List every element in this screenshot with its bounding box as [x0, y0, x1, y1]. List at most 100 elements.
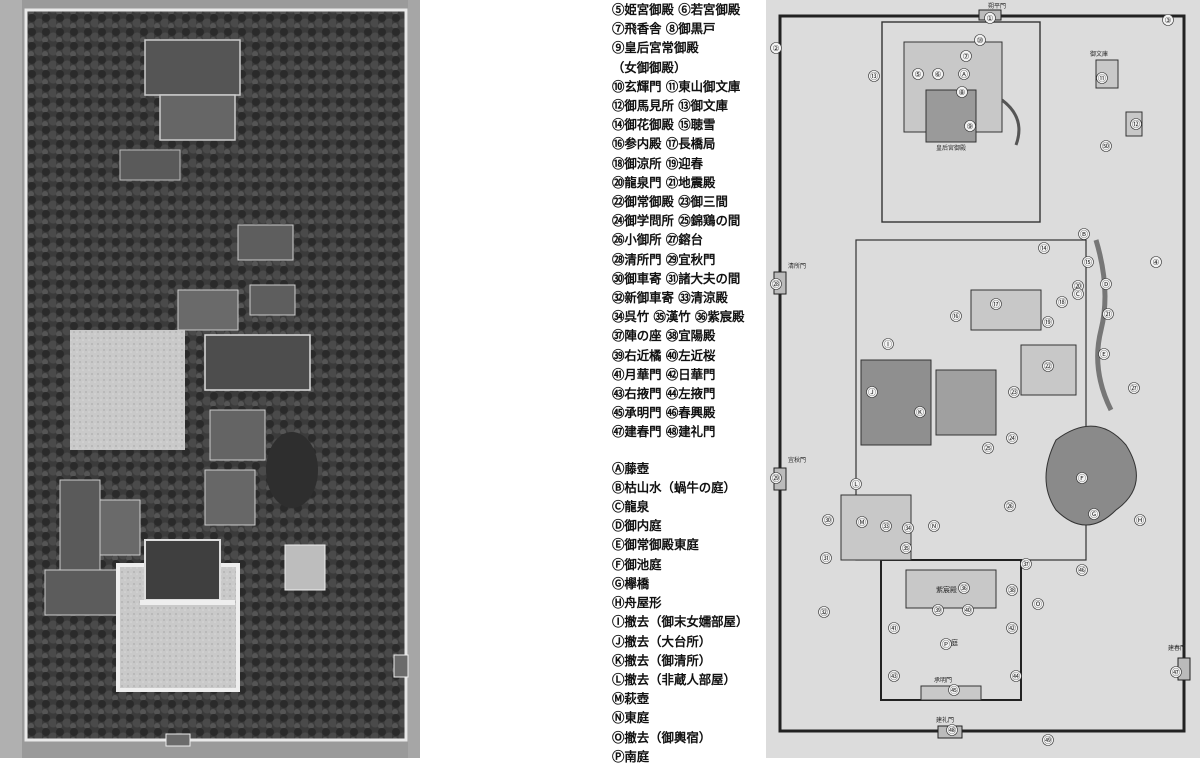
legend-item: ⑳龍泉門 ㉑地震殿: [612, 174, 716, 190]
garden-pond: [1045, 425, 1137, 526]
legend-item: ㊴右近橘 ㊵左近桜: [612, 347, 716, 363]
legend-item: Ⓑ枯山水（蝸牛の庭）: [612, 479, 736, 495]
legend-item: ⑦飛香舎 ⑧御黒戸: [612, 21, 716, 37]
plan-marker-label: ⑭: [1040, 244, 1048, 253]
plan-marker-circle: [1082, 256, 1094, 268]
legend-item: ㊲陣の座 ㊳宜陽殿: [612, 328, 716, 344]
plan-marker-circle: [1056, 296, 1068, 308]
legend-item: ㊺承明門 ㊻春興殿: [612, 405, 716, 421]
legend-item: Ⓕ御池庭: [612, 556, 662, 572]
plan-marker-label: ㊷: [1008, 624, 1016, 633]
plan-marker-label: ㊹: [1012, 672, 1020, 681]
plan-marker-circle: [912, 68, 924, 80]
legend-item: Ⓔ御常御殿東庭: [612, 537, 699, 553]
plan-marker-label: Ⓓ: [1102, 280, 1110, 289]
legend-item: ㊸右掖門 ㊹左掖門: [612, 386, 716, 402]
plan-marker-label: ㊽: [948, 726, 956, 735]
plan-marker-label: ⑪: [1098, 74, 1106, 83]
legend-item: ⑱御涼所 ⑲迎春: [612, 155, 704, 171]
legend-item: Ⓙ撤去（大台所）: [612, 633, 712, 649]
plan-marker-circle: [850, 478, 862, 490]
legend-item: ㊶月華門 ㊷日華門: [612, 366, 716, 382]
legend-item: ⑫御馬見所 ⑬御文庫: [612, 98, 728, 114]
aerial-photo-image: [0, 0, 420, 758]
plan-marker-circle: [1020, 558, 1032, 570]
plan-marker-circle: [1102, 308, 1114, 320]
plan-marker-circle: [818, 606, 830, 618]
plan-marker-label: ㉔: [1008, 434, 1016, 443]
label-gobunko: 御文庫: [1090, 50, 1108, 58]
plan-marker-label: ㉙: [772, 474, 780, 483]
plan-marker-circle: [1088, 508, 1100, 520]
plan-marker-circle: [770, 472, 782, 484]
plan-marker-label: ⑲: [1044, 318, 1052, 327]
kitchen-block: [935, 369, 997, 436]
plan-marker-circle: [940, 638, 952, 650]
plan-marker-circle: [956, 86, 968, 98]
plan-marker-label: ㉗: [1130, 384, 1138, 393]
plan-marker-circle: [928, 520, 940, 532]
legend-item: ⑩玄輝門 ⑪東山御文庫: [612, 78, 741, 94]
legend-item: ㉒御常御殿 ㉓御三間: [612, 194, 728, 210]
legend-item: ⑨皇后宮常御殿: [612, 40, 699, 56]
legend-item: Ⓐ藤壺: [612, 460, 650, 476]
label-kenreimon: 建礼門: [936, 716, 954, 724]
plan-marker-circle: [1042, 360, 1054, 372]
plan-marker-label: Ⓜ: [858, 518, 866, 527]
plan-marker-circle: [888, 622, 900, 634]
legend-item: ㉘清所門 ㉙宜秋門: [612, 251, 716, 267]
plan-marker-circle: [964, 120, 976, 132]
plan-marker-circle: [932, 68, 944, 80]
plan-marker-label: ㊻: [1078, 566, 1086, 575]
plan-marker-circle: [880, 520, 892, 532]
plan-marker-circle: [990, 298, 1002, 310]
plan-marker-label: Ⓘ: [884, 340, 892, 349]
plan-marker-label: ⑯: [952, 312, 960, 321]
legend-item: ⑤姫宮御殿 ⑥若宮御殿: [612, 2, 741, 17]
plan-marker-label: ⑧: [958, 88, 965, 97]
legend-item: Ⓚ撤去（御清所）: [612, 652, 712, 668]
plan-marker-circle: [820, 552, 832, 564]
legend-item: Ⓓ御内庭: [612, 518, 662, 534]
plan-marker-label: ④: [1152, 258, 1159, 267]
plan-marker-circle: [1032, 598, 1044, 610]
plan-marker-label: Ⓞ: [1034, 600, 1042, 609]
plan-marker-label: ㉑: [1104, 310, 1112, 319]
legend-item: （女御御殿）: [612, 59, 687, 75]
plan-marker-circle: [1134, 514, 1146, 526]
legend-item: ㊼建春門 ㊽建礼門: [612, 424, 716, 440]
plan-marker-circle: [1096, 72, 1108, 84]
plan-marker-circle: [1130, 118, 1142, 130]
plan-marker-circle: [1078, 228, 1090, 240]
label-kogogu: 皇后宮御殿: [936, 144, 966, 152]
legend-item: Ⓗ舟屋形: [612, 595, 662, 611]
legend-item: Ⓞ撤去（御輿宿）: [612, 729, 712, 745]
plan-marker-label: ㊶: [890, 624, 898, 633]
plan-marker-circle: [822, 514, 834, 526]
plan-marker-circle: [1100, 278, 1112, 290]
plan-marker-label: ⑦: [962, 52, 969, 61]
plan-marker-circle: [932, 604, 944, 616]
plan-marker-label: ㊸: [890, 672, 898, 681]
plan-marker-label: ㊿: [1102, 142, 1110, 151]
plan-marker-circle: [1010, 670, 1022, 682]
plan-marker-circle: [770, 42, 782, 54]
plan-marker-label: Ⓖ: [1090, 510, 1098, 519]
legend-item: Ⓘ撤去（御末女嬬部屋）: [612, 614, 749, 630]
plan-marker-circle: [1098, 348, 1110, 360]
legend-item: Ⓛ撤去（非蔵人部屋）: [612, 671, 736, 687]
legend-item: Ⓝ東庭: [612, 710, 650, 726]
plan-marker-circle: [1170, 666, 1182, 678]
plan-marker-label: Ⓗ: [1136, 516, 1144, 525]
plan-marker-circle: [868, 70, 880, 82]
plan-marker-label: Ⓕ: [1078, 474, 1086, 483]
plan-marker-circle: [914, 406, 926, 418]
plan-marker-circle: [984, 12, 996, 24]
plan-marker-label: Ⓛ: [852, 480, 860, 489]
plan-marker-label: ㉖: [1006, 502, 1014, 511]
plan-marker-label: ㉕: [984, 444, 992, 453]
plan-marker-label: ㉛: [822, 554, 830, 563]
plan-marker-label: ㊴: [934, 606, 942, 615]
plan-marker-label: Ⓒ: [1074, 290, 1082, 299]
plan-marker-circle: [946, 724, 958, 736]
